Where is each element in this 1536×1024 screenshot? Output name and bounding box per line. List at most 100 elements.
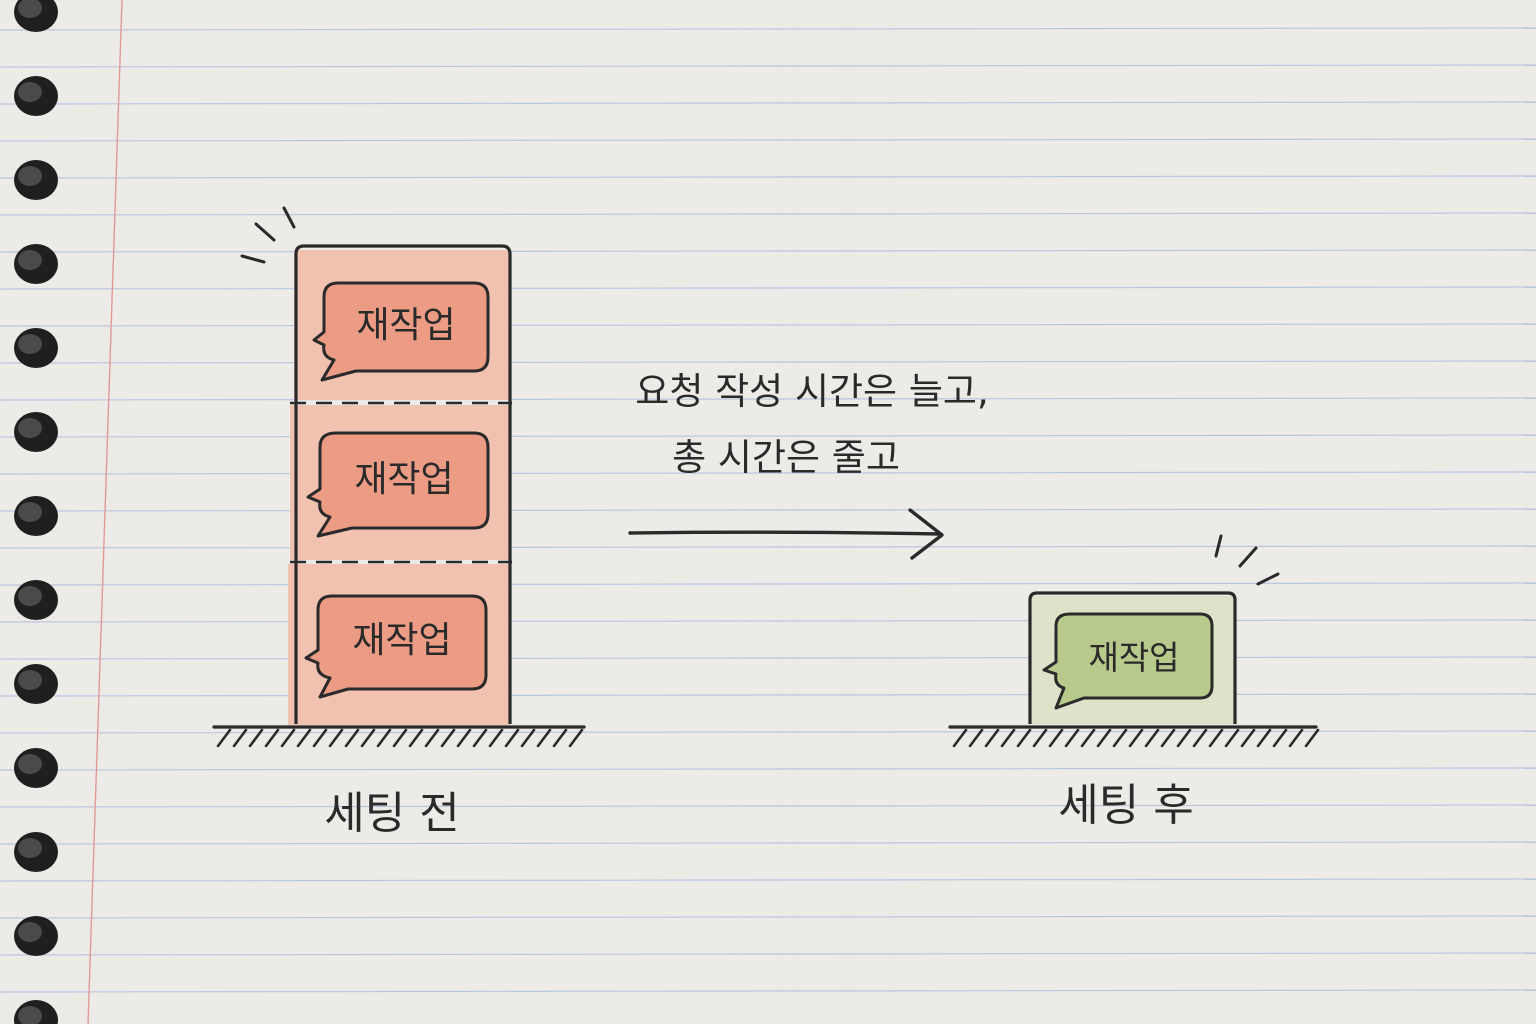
ruled-line [0,619,1536,623]
binder-hole-shade [18,754,42,774]
emphasis-ticks-icon [240,206,296,264]
ground-hatch [1112,728,1128,748]
speech-bubble-icon [306,431,490,538]
before-tower-outline [294,244,512,724]
before-label: 세팅 전 [324,788,459,839]
ground-hatch [1000,728,1016,748]
ground-hatch [568,728,584,748]
binder-hole-shade [18,250,42,270]
ground-hatch [408,728,424,748]
caption-line-1: 요청 작성 시간은 늘고, [635,370,988,413]
ruled-line [0,212,1536,216]
ruled-line [0,730,1536,734]
ground-hatch [1304,728,1320,748]
binder-hole-shade [18,334,42,354]
ground-hatch [1224,728,1240,748]
ruled-line [0,804,1536,808]
after-ground-icon [948,725,1320,748]
binder-hole-shade [18,838,42,858]
ruled-line [0,360,1536,364]
ground-hatch [552,728,568,748]
ground-hatch [1192,728,1208,748]
binder-holes [14,0,58,1024]
ruled-line [0,878,1536,882]
ground-hatch [440,728,456,748]
ruled-line [0,286,1536,290]
ground-hatch [296,728,312,748]
emphasis-ticks-icon [1214,534,1280,586]
ruled-line [0,767,1536,771]
ground-hatch [1240,728,1256,748]
after-group: 재작업 세팅 후 [948,534,1320,831]
ruled-line [0,656,1536,660]
ruled-line [0,471,1536,475]
speech-bubble-icon [1042,612,1214,710]
ruled-line [0,545,1536,549]
ruled-line [0,323,1536,327]
after-label: 세팅 후 [1058,780,1193,831]
before-ground-icon [212,725,586,748]
ruled-line [0,397,1536,401]
ground-hatch [488,728,504,748]
ground-hatch [984,728,1000,748]
ruled-line [0,101,1536,105]
ground-hatch [456,728,472,748]
ruled-line [0,175,1536,179]
speech-bubble-icon [304,594,488,699]
rework-label: 재작업 [354,459,453,500]
ruled-line [0,64,1536,68]
ruled-line [0,841,1536,845]
ground-hatch [1256,728,1272,748]
right-arrow-icon [628,508,944,560]
ruled-line [0,434,1536,438]
binder-hole-shade [18,670,42,690]
ruled-lines [0,27,1536,993]
ground-hatch [232,728,248,748]
before-rework-bubble-3: 재작업 [304,594,488,699]
ground-hatch [280,728,296,748]
ruled-line [0,952,1536,956]
before-rework-bubble-1: 재작업 [312,281,490,382]
ground-hatch [424,728,440,748]
ground-hatch [520,728,536,748]
ground-hatch [376,728,392,748]
binder-hole-shade [18,82,42,102]
ground-hatch [1272,728,1288,748]
ruled-line [0,582,1536,586]
ground-hatch [1208,728,1224,748]
binder-hole-shade [18,922,42,942]
after-box-outline [1028,591,1237,724]
before-group: 재작업 재작업 재작업 세팅 전 [212,206,586,839]
binder-hole-shade [18,586,42,606]
binder-hole-shade [18,166,42,186]
ground-hatch [952,728,968,748]
ground-hatch [1128,728,1144,748]
ground-hatch [1080,728,1096,748]
ground-hatch [312,728,328,748]
ground-hatch [392,728,408,748]
ground-hatch [1096,728,1112,748]
ground-hatch [968,728,984,748]
rework-label: 재작업 [356,305,455,346]
after-rework-bubble: 재작업 [1042,612,1214,710]
ground-hatch [504,728,520,748]
ground-hatch [1288,728,1304,748]
ruled-line [0,138,1536,142]
ruled-line [0,249,1536,253]
binder-hole-shade [18,418,42,438]
ground-hatch [1064,728,1080,748]
ground-hatch [472,728,488,748]
ground-hatch [328,728,344,748]
ruled-line [0,915,1536,919]
binder-hole-shade [18,502,42,522]
rework-label: 재작업 [352,620,451,661]
ground-hatch [536,728,552,748]
ground-hatch [1048,728,1064,748]
ground-hatch [1160,728,1176,748]
ruled-line [0,989,1536,993]
ground-hatch [248,728,264,748]
ground-hatch [1016,728,1032,748]
speech-bubble-icon [312,281,490,382]
